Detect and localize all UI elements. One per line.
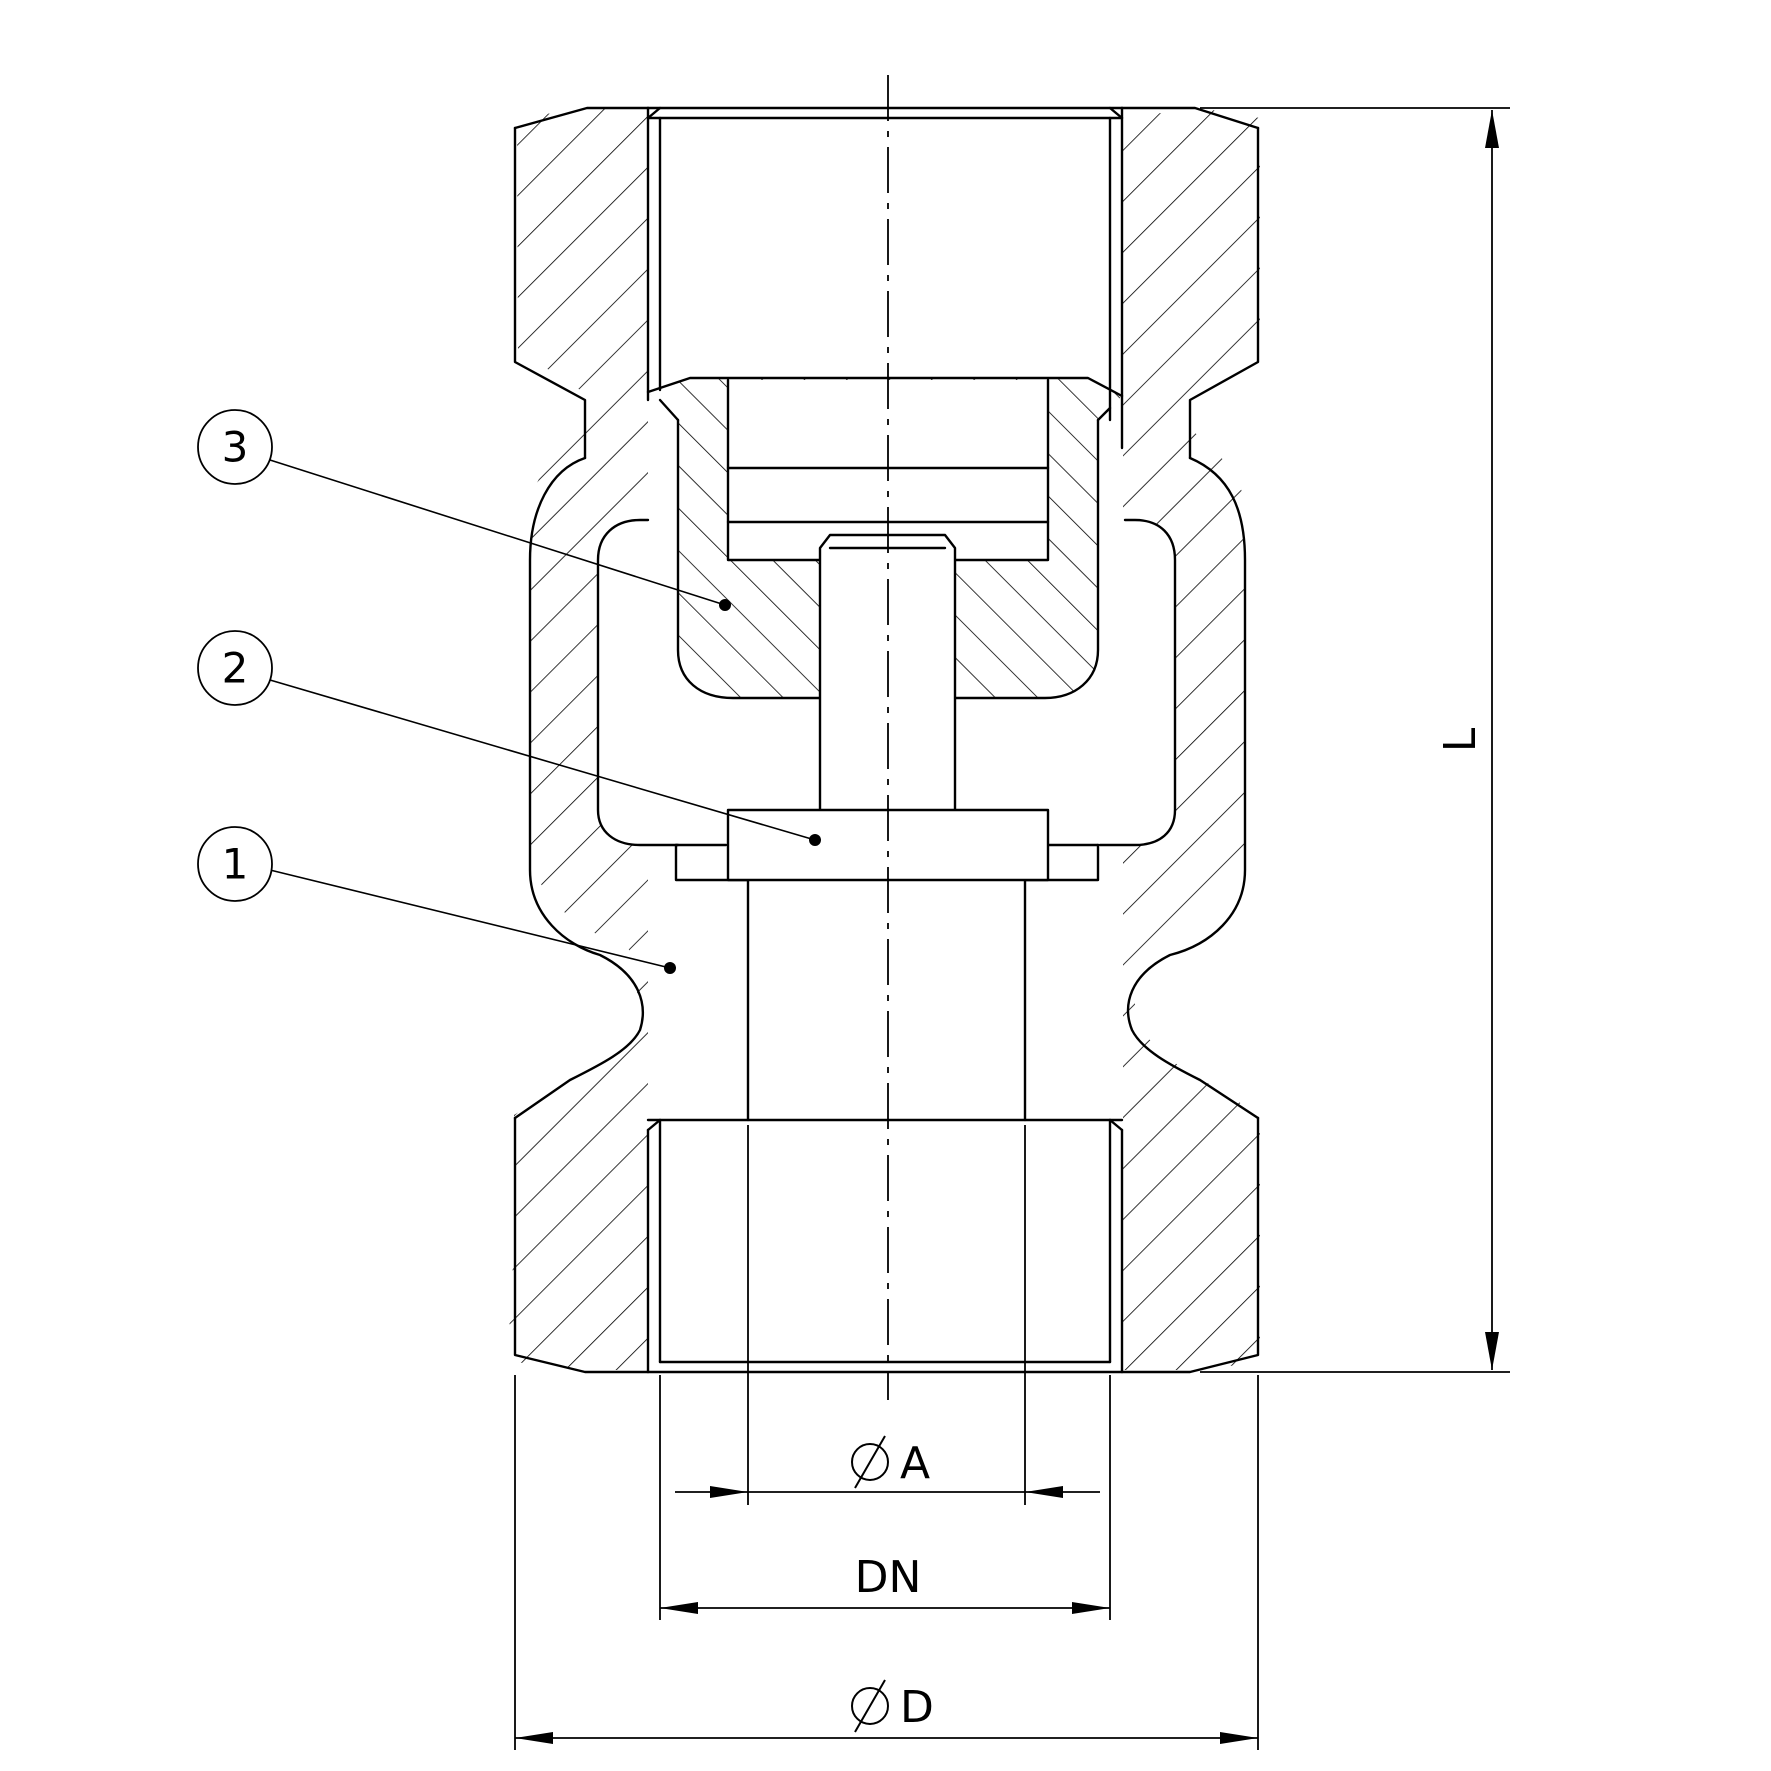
dim-label-A: A <box>900 1438 930 1489</box>
dimension-length: L <box>1200 107 1510 1373</box>
diameter-symbol-icon <box>851 1435 889 1489</box>
dimension-dn: DN <box>659 1375 1111 1620</box>
dim-label-D: D <box>900 1682 934 1733</box>
balloon-2-number: 2 <box>222 644 249 693</box>
balloon-3-number: 3 <box>222 423 249 472</box>
diameter-symbol-icon <box>851 1679 889 1733</box>
dim-label-L: L <box>1435 727 1486 752</box>
balloon-1: 1 <box>197 826 676 974</box>
balloon-2: 2 <box>197 630 821 846</box>
dimension-outer-d: D <box>514 1375 1259 1750</box>
balloon-3: 3 <box>197 409 731 611</box>
dim-label-DN: DN <box>855 1552 922 1603</box>
balloon-1-number: 1 <box>222 840 249 889</box>
dimension-bore-a: A <box>675 1125 1100 1505</box>
